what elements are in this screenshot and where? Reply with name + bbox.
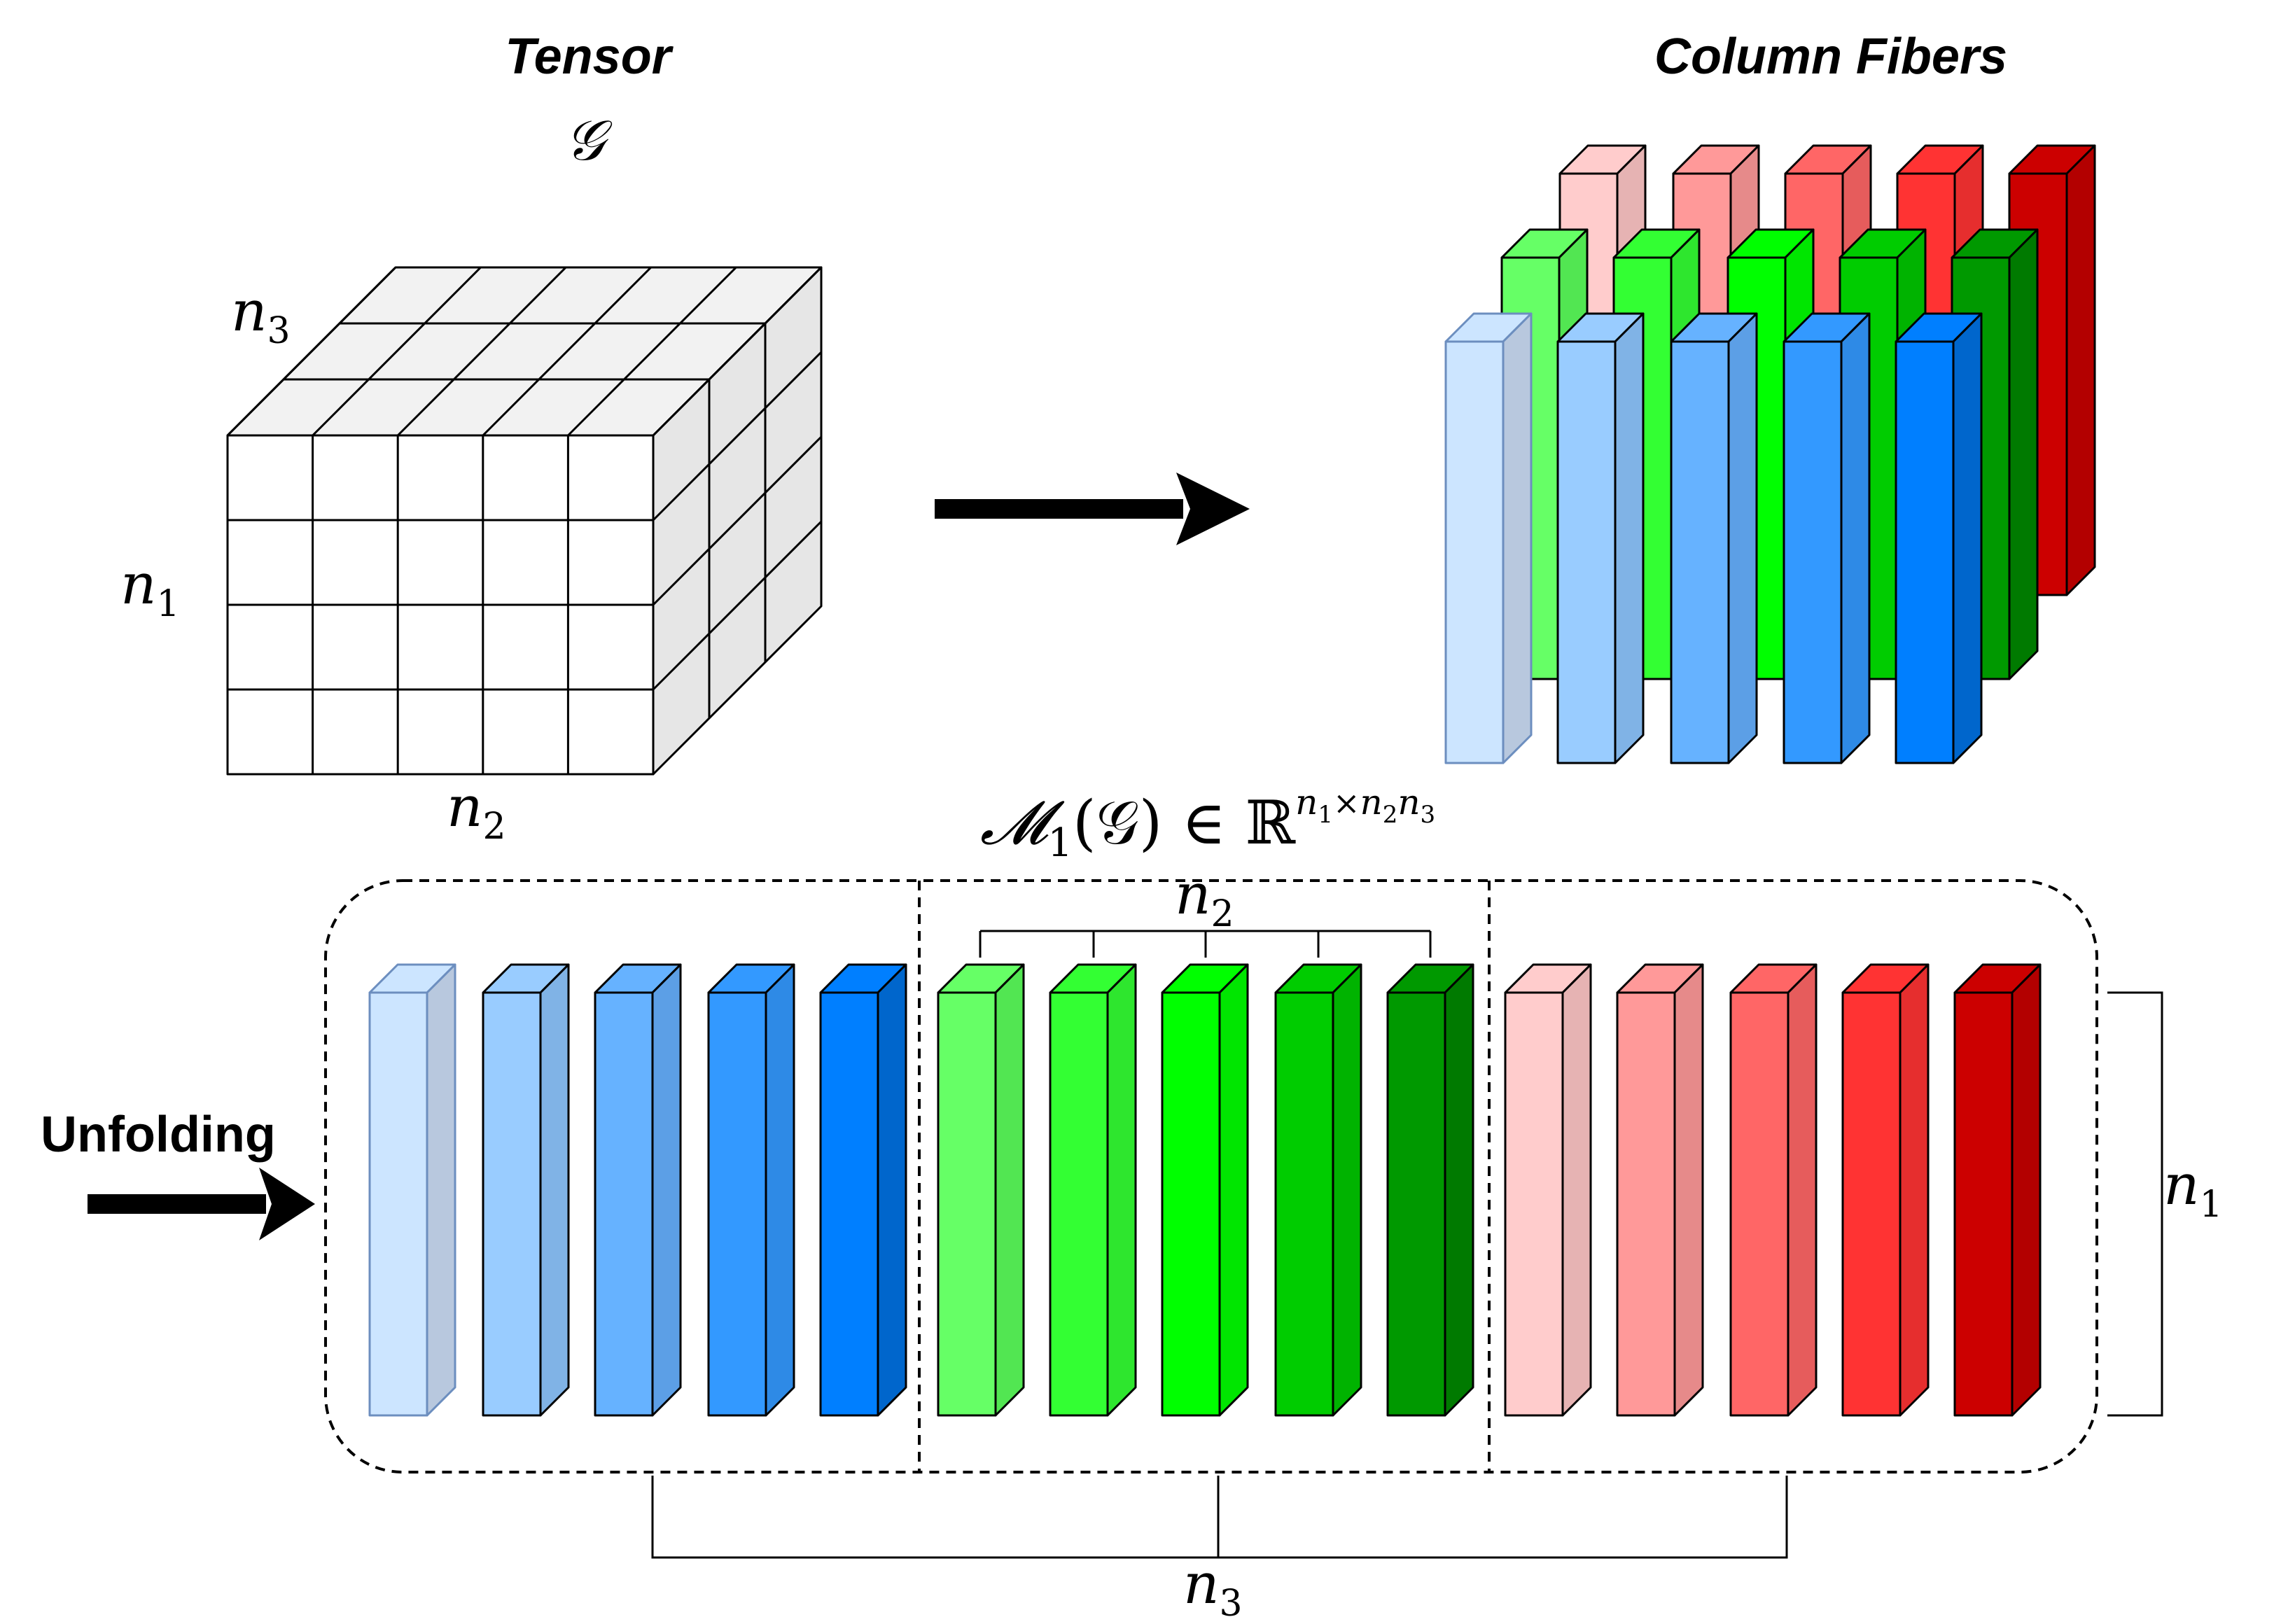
unfolded-green-1-front [937, 991, 997, 1417]
cube-n3-label: n3 [231, 279, 291, 352]
unfolded-n1-label: n1 [2163, 1152, 2223, 1226]
unfolded-blue-3-side [651, 963, 682, 1417]
unfolded-blue-5-front [819, 991, 879, 1417]
column-fibers-3d [1444, 144, 2096, 764]
fiber3d-blue-5 [1895, 312, 1983, 764]
unfolded-green-4 [1274, 963, 1362, 1417]
fiber3d-blue-2-front [1556, 340, 1617, 764]
fiber3d-blue-4 [1783, 312, 1871, 764]
unfolded-green-1-side [994, 963, 1025, 1417]
unfolding-arrow [88, 1168, 315, 1240]
fiber3d-green-5-side [2008, 228, 2039, 680]
fiber3d-red-5-side [2065, 144, 2096, 596]
unfolded-green-3-side [1218, 963, 1249, 1417]
arrow-to-fibers [935, 472, 1250, 545]
unfolded-green-2-side [1106, 963, 1137, 1417]
n2-bracket [979, 930, 1432, 958]
cube-n1-label: n1 [120, 552, 180, 625]
unfolded-blue-2 [482, 963, 570, 1417]
tensor-symbol: 𝒢 [565, 108, 613, 173]
fiber3d-blue-4-front [1783, 340, 1843, 764]
unfolded-red-3 [1729, 963, 1818, 1417]
unfolded-blue-5-side [877, 963, 907, 1417]
tensor-title: Tensor [505, 29, 674, 85]
unfolded-green-3-front [1161, 991, 1221, 1417]
fiber3d-blue-5-front [1895, 340, 1955, 764]
unfolded-blue-1-front [368, 991, 428, 1417]
unfolded-n2-label: n2 [1175, 862, 1234, 935]
unfolded-green-5-front [1386, 991, 1446, 1417]
unfolding-container [324, 879, 2098, 1474]
fiber3d-blue-3 [1670, 312, 1758, 764]
unfolded-green-4-front [1274, 991, 1334, 1417]
unfolded-fibers [368, 963, 2042, 1417]
unfolded-green-2 [1049, 963, 1137, 1417]
unfolded-blue-2-front [482, 991, 542, 1417]
n1-bracket [2107, 991, 2163, 1417]
unfolded-red-5-side [2011, 963, 2042, 1417]
unfolded-green-5 [1386, 963, 1474, 1417]
fiber3d-blue-3-front [1670, 340, 1730, 764]
fiber3d-blue-1 [1444, 312, 1533, 764]
fiber3d-blue-4-side [1840, 312, 1871, 764]
unfolded-blue-3 [594, 963, 682, 1417]
unfolded-red-2 [1616, 963, 1704, 1417]
unfolded-blue-4 [707, 963, 795, 1417]
fiber3d-blue-2-side [1614, 312, 1645, 764]
cube-n2-label: n2 [447, 774, 506, 848]
column-fibers-title: Column Fibers [1654, 29, 2007, 85]
unfolded-red-5-front [1953, 991, 2014, 1417]
unfolded-n3-label: n3 [1183, 1551, 1243, 1624]
unfolded-red-1-side [1561, 963, 1592, 1417]
unfolded-green-2-front [1049, 991, 1109, 1417]
unfolded-blue-1 [368, 963, 456, 1417]
tensor-cube [226, 266, 823, 776]
unfolding-formula: 𝓜1(𝒢) ∈ ℝn1×n2n3 [980, 782, 1435, 866]
unfolded-red-4-front [1841, 991, 1902, 1417]
unfolded-green-4-side [1332, 963, 1362, 1417]
unfolded-blue-1-side [426, 963, 456, 1417]
unfolded-red-2-side [1673, 963, 1704, 1417]
n3-bracket [651, 1476, 1788, 1559]
unfolded-red-3-side [1787, 963, 1818, 1417]
unfolded-blue-5 [819, 963, 907, 1417]
unfolded-red-4-side [1899, 963, 1930, 1417]
unfolded-red-4 [1841, 963, 1930, 1417]
unfolded-red-3-front [1729, 991, 1790, 1417]
unfolded-green-1 [937, 963, 1025, 1417]
unfolding-label: Unfolding [41, 1107, 276, 1163]
fiber3d-blue-3-side [1727, 312, 1758, 764]
unfolded-blue-4-side [765, 963, 795, 1417]
unfolded-red-5 [1953, 963, 2042, 1417]
fiber3d-blue-2 [1556, 312, 1645, 764]
unfolded-green-3 [1161, 963, 1249, 1417]
unfolded-blue-3-front [594, 991, 654, 1417]
fiber3d-blue-1-side [1502, 312, 1533, 764]
unfolded-blue-2-side [539, 963, 570, 1417]
unfolded-blue-4-front [707, 991, 767, 1417]
unfolded-green-5-side [1444, 963, 1474, 1417]
fiber3d-blue-5-side [1952, 312, 1983, 764]
unfolded-red-1 [1504, 963, 1592, 1417]
unfolded-red-2-front [1616, 991, 1676, 1417]
fiber3d-blue-1-front [1444, 340, 1505, 764]
unfolded-red-1-front [1504, 991, 1564, 1417]
